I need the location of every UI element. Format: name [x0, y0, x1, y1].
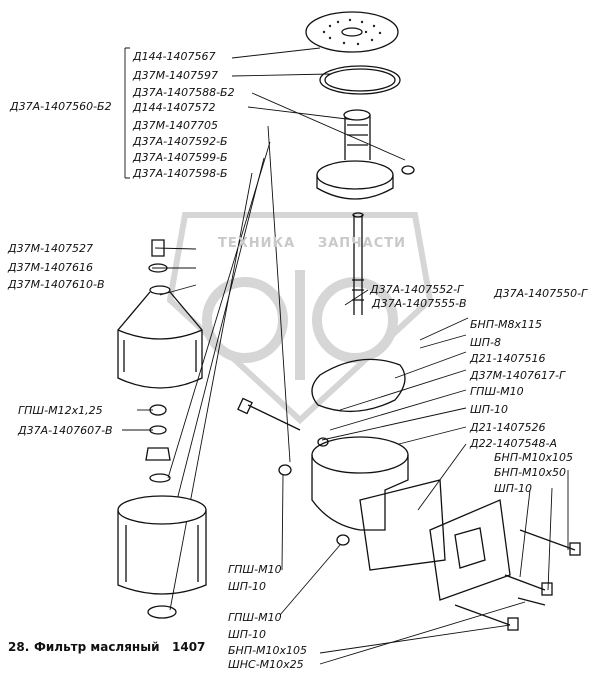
label-shns-m10: ШНС-М10х25 [228, 658, 304, 671]
watermark-left: ТЕХНИКА [218, 236, 296, 251]
filter-disc [305, 11, 399, 53]
label-d37m-617: Д37М-1407617-Г [470, 369, 566, 382]
label-d37a-607: Д37А-1407607-В [18, 424, 113, 437]
caption-code: 1407 [172, 640, 206, 654]
filter-cap [117, 285, 203, 389]
label-bnp-m10-105-a: БНП-М10х105 [494, 451, 574, 464]
label-bnp-m10-105-b: БНП-М10х105 [228, 644, 308, 657]
housing-gasket [311, 358, 406, 413]
label-bnp-m8: БНП-М8х115 [470, 318, 543, 331]
label-d21-516: Д21-1407516 [470, 352, 546, 365]
label-d37a-588: Д37А-1407588-Б2 [133, 86, 235, 99]
filter-element [117, 495, 207, 619]
caption-number: 28. [8, 640, 30, 654]
gasket-ring [319, 65, 401, 95]
housing-washers [278, 437, 350, 546]
label-d144-567: Д144-1407567 [133, 50, 216, 63]
leader-lines [122, 47, 569, 665]
label-d144-572: Д144-1407572 [133, 101, 216, 114]
flange-gasket [429, 499, 511, 601]
bolt-m8 [237, 397, 301, 431]
label-gpsh-m10-a: ГПШ-М10 [470, 385, 524, 398]
label-d22-548: Д22-1407548-А [470, 437, 558, 450]
spindle [352, 212, 364, 315]
label-d37m-597: Д37М-1407597 [133, 69, 219, 82]
plug-and-seals [148, 239, 168, 273]
label-d37a-560: Д37А-1407560-Б2 [10, 100, 112, 113]
label-shp10-d: ШП-10 [228, 628, 267, 641]
label-d37a-598: Д37А-1407598-Б [133, 167, 228, 180]
caption-title: Фильтр масляный [34, 640, 160, 654]
label-d21-526: Д21-1407526 [470, 421, 546, 434]
bolts-m10 [454, 529, 581, 631]
label-d37m-610: Д37М-1407610-В [8, 278, 105, 291]
rotor-assembly [316, 109, 415, 200]
label-shp10-b: ШП-10 [494, 482, 533, 495]
label-d37m-616: Д37М-1407616 [8, 261, 94, 274]
label-shp10-c: ШП-10 [228, 580, 267, 593]
label-shp8: ШП-8 [470, 336, 502, 349]
label-d37a-599: Д37А-1407599-Б [133, 151, 228, 164]
nut-and-washers [145, 404, 171, 483]
label-d37a-592: Д37А-1407592-Б [133, 135, 228, 148]
label-bnp-m10-50: БНП-М10х50 [494, 466, 567, 479]
label-d37a-555: Д37А-1407555-В [372, 297, 467, 310]
label-gpsh-m12: ГПШ-М12х1,25 [18, 404, 103, 417]
label-d37m-705: Д37М-1407705 [133, 119, 219, 132]
label-d37a-550: Д37А-1407550-Г [494, 287, 588, 300]
label-gpsh-m10-b: ГПШ-М10 [228, 563, 282, 576]
watermark-right: ЗАПЧАСТИ [318, 236, 407, 251]
label-d37a-552: Д37А-1407552-Г [370, 283, 464, 296]
label-gpsh-m10-c: ГПШ-М10 [228, 611, 282, 624]
filter-housing [311, 436, 446, 571]
label-shp10-a: ШП-10 [470, 403, 509, 416]
label-d37m-527: Д37М-1407527 [8, 242, 94, 255]
